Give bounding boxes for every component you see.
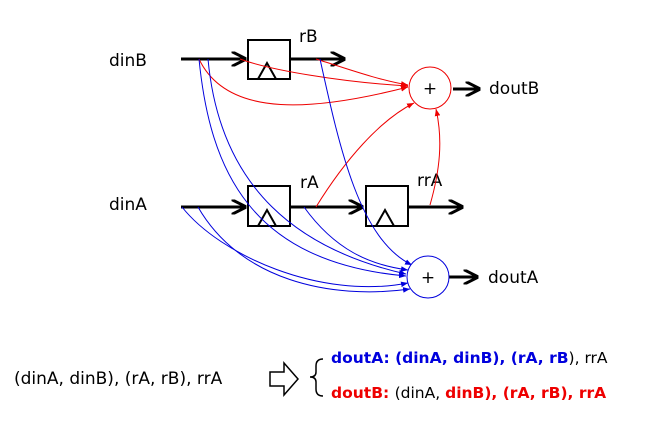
register-box: [247, 185, 291, 227]
hollow-arrow-icon: [269, 361, 299, 397]
register-label-rrA: rrA: [417, 171, 443, 191]
connection-dinA-to-adderA-2: [197, 206, 411, 293]
doutA-rest: ), rrA: [569, 349, 608, 367]
output-label-doutB: doutB: [489, 79, 539, 99]
adder-circle: [406, 255, 450, 299]
plus-icon: +: [423, 79, 437, 99]
connection-dinB-to-adderB-2: [239, 58, 409, 89]
connection-rB-to-adderB: [315, 58, 409, 87]
connection-dinB-to-adderA-2: [207, 58, 407, 276]
connection-dinB-to-adderA: [198, 58, 407, 279]
register-rrA: [365, 185, 409, 227]
connection-dinB-to-adderB: [198, 58, 409, 106]
output-label-doutA: doutA: [488, 268, 539, 288]
equation-doutB: doutB: (dinA, dinB), (rA, rB), rrA: [331, 384, 606, 402]
equation-doutA: doutA: (dinA, dinB), (rA, rB), rrA: [331, 349, 608, 367]
connection-rB-to-adderA: [319, 58, 413, 266]
register-rA: [247, 185, 291, 227]
register-box: [247, 39, 291, 80]
red-connections: [198, 58, 441, 208]
input-label-dinB: dinB: [109, 51, 147, 71]
doutB-highlight: dinB), (rA, rB), rrA: [445, 384, 606, 402]
connection-rA-to-adderA: [303, 206, 409, 272]
adder-doutA: +: [406, 255, 450, 299]
connection-rrA-to-adderB: [429, 108, 441, 206]
brace-icon: [309, 358, 324, 397]
register-label-rA: rA: [300, 173, 319, 193]
clock-triangle-icon: [257, 207, 277, 227]
equation-lhs: (dinA, dinB), (rA, rB), rrA: [14, 369, 223, 389]
adder-doutB: +: [408, 66, 452, 110]
clock-triangle-icon: [257, 60, 277, 80]
doutB-plain: (dinA,: [395, 384, 445, 402]
connection-rA-to-adderB: [315, 102, 415, 208]
blue-connections: [181, 58, 413, 293]
connection-dinA-to-adderA: [181, 206, 409, 288]
doutB-label: doutB:: [331, 384, 395, 402]
adder-circle: [408, 66, 452, 110]
register-label-rB: rB: [299, 27, 318, 47]
register-rB: [247, 39, 291, 80]
doutA-highlight: doutA: (dinA, dinB), (rA, rB: [331, 349, 569, 367]
clock-triangle-icon: [375, 207, 395, 227]
register-box: [365, 185, 409, 227]
data-wires: [181, 59, 479, 277]
plus-icon: +: [421, 268, 435, 288]
input-label-dinA: dinA: [109, 195, 147, 215]
